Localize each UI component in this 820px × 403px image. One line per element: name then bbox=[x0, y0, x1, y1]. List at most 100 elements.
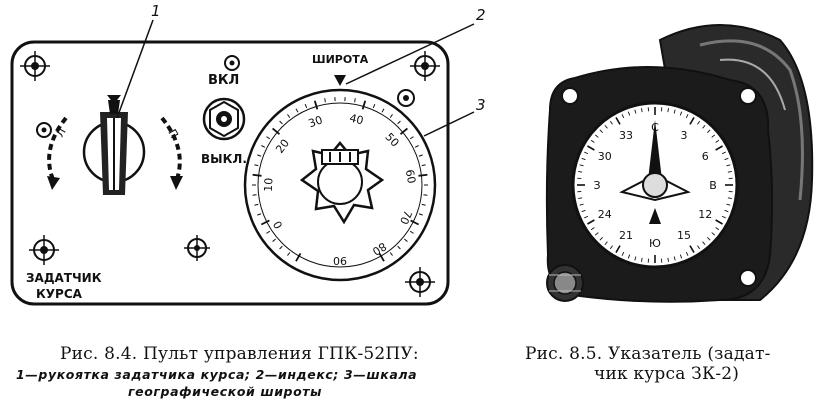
scale-tick-label: 30 bbox=[307, 113, 325, 130]
scale-tick bbox=[254, 164, 259, 167]
dial-tick bbox=[726, 203, 731, 206]
dial-tick bbox=[584, 151, 589, 155]
course-setter-handle[interactable] bbox=[82, 95, 146, 195]
arrow-left-head bbox=[47, 176, 60, 190]
dial-number: З bbox=[593, 179, 600, 192]
scale-tick bbox=[295, 108, 299, 113]
dial-number: Ю bbox=[649, 237, 661, 250]
scale-tick bbox=[279, 120, 283, 125]
scale-tick bbox=[418, 173, 428, 177]
power-toggle-switch[interactable] bbox=[202, 97, 246, 141]
scale-tick bbox=[397, 245, 401, 250]
dial-number: 15 bbox=[677, 229, 691, 242]
dial-tick bbox=[697, 245, 701, 250]
dial-tick bbox=[584, 215, 589, 219]
dial-tick bbox=[609, 120, 613, 125]
scale-tick bbox=[409, 136, 414, 140]
latitude-index-marker bbox=[334, 75, 346, 86]
dial-tick bbox=[590, 139, 595, 143]
dial-tick bbox=[581, 157, 586, 161]
heading-needle bbox=[619, 120, 691, 224]
scale-tick bbox=[266, 230, 271, 234]
callout-1: 1 bbox=[151, 2, 161, 20]
scale-tick bbox=[266, 136, 271, 140]
scale-tick bbox=[287, 114, 291, 118]
scale-tick bbox=[399, 127, 408, 135]
dial-tick bbox=[578, 197, 583, 199]
dial-tick bbox=[685, 114, 689, 119]
course-adjust-knob[interactable] bbox=[546, 264, 584, 302]
dial-tick bbox=[615, 117, 621, 125]
scale-tick bbox=[397, 120, 401, 125]
scale-tick bbox=[279, 245, 283, 250]
dial-tick bbox=[721, 151, 726, 155]
scale-tick bbox=[295, 252, 302, 262]
scale-tick bbox=[410, 219, 420, 226]
dial-tick bbox=[604, 241, 608, 246]
scale-tick bbox=[260, 219, 270, 226]
dial-tick bbox=[715, 219, 723, 225]
dial-tick bbox=[590, 227, 595, 231]
scale-tick bbox=[389, 114, 393, 118]
scale-tick bbox=[372, 103, 376, 109]
latitude-label: ШИРОТА bbox=[312, 53, 369, 66]
callout-3: 3 bbox=[476, 96, 486, 114]
flange-bolt-top-left bbox=[561, 87, 579, 105]
dial-tick bbox=[715, 227, 720, 231]
callout-3-leader bbox=[423, 111, 475, 137]
dial-tick bbox=[627, 254, 631, 259]
scale-tick-label: 60 bbox=[403, 169, 418, 185]
arrow-right-head bbox=[170, 176, 183, 190]
dial-tick bbox=[721, 215, 726, 219]
dial-tick bbox=[615, 245, 621, 253]
screw-lower-mid bbox=[184, 235, 210, 261]
switch-on-label: ВКЛ bbox=[208, 73, 239, 88]
dial-tick bbox=[634, 109, 637, 114]
screw-top-right bbox=[410, 51, 440, 81]
scale-tick-label: 40 bbox=[348, 111, 365, 127]
dial-tick bbox=[587, 219, 595, 225]
dial-tick bbox=[599, 237, 603, 241]
caption-right-line1: Рис. 8.5. Указатель (задат- bbox=[525, 344, 771, 364]
scale-tick bbox=[254, 203, 259, 206]
dial-tick bbox=[679, 111, 683, 116]
dial-number: 12 bbox=[698, 208, 712, 221]
dial-tick bbox=[711, 232, 716, 236]
dial-number: 24 bbox=[598, 208, 612, 221]
dial-tick bbox=[599, 129, 603, 133]
scale-tick bbox=[421, 203, 426, 206]
scale-tick bbox=[409, 230, 414, 234]
dial-number: 33 bbox=[619, 129, 633, 142]
dial-tick bbox=[594, 134, 599, 138]
dial-tick bbox=[679, 254, 683, 259]
caption-left-title: Рис. 8.4. Пульт управления ГПК-52ПУ: bbox=[60, 344, 419, 364]
scale-tick bbox=[404, 238, 408, 242]
dial-tick bbox=[667, 108, 669, 113]
scale-tick bbox=[261, 145, 266, 148]
scale-tick bbox=[257, 213, 262, 216]
screw-dial-top bbox=[397, 89, 415, 107]
latitude-setting-knob[interactable] bbox=[299, 141, 385, 225]
scale-tick bbox=[378, 252, 385, 262]
dial-tick bbox=[641, 108, 643, 113]
dial-tick bbox=[673, 256, 676, 261]
caption-left-legend-cont: географической широты bbox=[128, 384, 323, 399]
scale-tick bbox=[272, 127, 281, 135]
scale-tick bbox=[304, 103, 308, 109]
callout-2: 2 bbox=[476, 6, 486, 24]
scale-tick-label: 90 bbox=[333, 254, 347, 267]
arrow-left-rotation bbox=[47, 116, 68, 183]
dial-tick bbox=[702, 241, 706, 246]
scale-tick bbox=[381, 108, 385, 113]
screw-bottom-right bbox=[405, 267, 435, 297]
scale-tick bbox=[257, 154, 262, 157]
dial-tick bbox=[715, 139, 720, 143]
dial-tick bbox=[579, 203, 584, 206]
scale-tick bbox=[421, 164, 426, 167]
dial-tick bbox=[707, 237, 711, 241]
dial-tick bbox=[715, 145, 723, 151]
dial-tick bbox=[587, 145, 595, 151]
dial-tick bbox=[707, 129, 711, 133]
dial-tick bbox=[727, 171, 732, 173]
